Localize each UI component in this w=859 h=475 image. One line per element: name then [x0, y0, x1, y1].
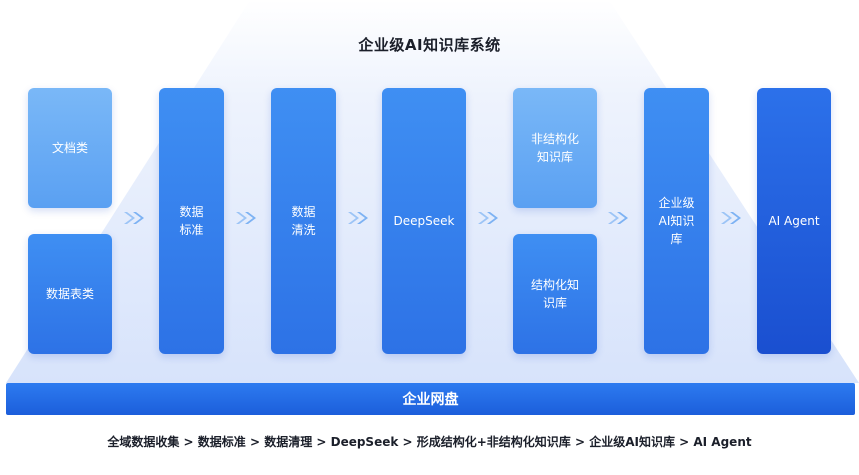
- structured-kb-label: 结构化知 识库: [530, 278, 579, 310]
- data-tables-box: 数据表类: [28, 234, 112, 354]
- diagram-title: 企业级AI知识库系统: [358, 36, 501, 54]
- double-chevron-right-icon: [236, 212, 256, 224]
- data-standard-box: 数据 标准: [159, 88, 224, 354]
- double-chevron-right-icon: [608, 212, 628, 224]
- double-chevron-right-icon: [348, 212, 368, 224]
- documents-box: 文档类: [28, 88, 112, 208]
- data-cleaning-box: 数据 清洗: [271, 88, 336, 354]
- ai-agent-box: AI Agent: [757, 88, 831, 354]
- double-chevron-right-icon: [721, 212, 741, 224]
- double-chevron-right-icon: [124, 212, 144, 224]
- enterprise-drive-platform: 企业网盘: [6, 383, 855, 415]
- unstructured-kb-label: 非结构化 知识库: [530, 132, 579, 164]
- data-standard-label: 数据 标准: [179, 205, 204, 237]
- deepseek-box: DeepSeek: [382, 88, 466, 354]
- enterprise-kb-label: 企业级 AI知识 库: [658, 196, 695, 246]
- unstructured-kb-box: 非结构化 知识库: [513, 88, 597, 208]
- double-chevron-right-icon: [478, 212, 498, 224]
- platform-label: 企业网盘: [402, 392, 459, 408]
- data-cleaning-label: 数据 清洗: [291, 205, 316, 237]
- structured-kb-box: 结构化知 识库: [513, 234, 597, 354]
- documents-label: 文档类: [51, 141, 88, 155]
- ai-agent-label: AI Agent: [768, 214, 820, 228]
- enterprise-kb-box: 企业级 AI知识 库: [644, 88, 709, 354]
- data-tables-label: 数据表类: [45, 287, 94, 301]
- process-flow-caption: 全域数据收集 > 数据标准 > 数据清理 > DeepSeek > 形成结构化+…: [107, 435, 752, 449]
- deepseek-label: DeepSeek: [393, 214, 455, 228]
